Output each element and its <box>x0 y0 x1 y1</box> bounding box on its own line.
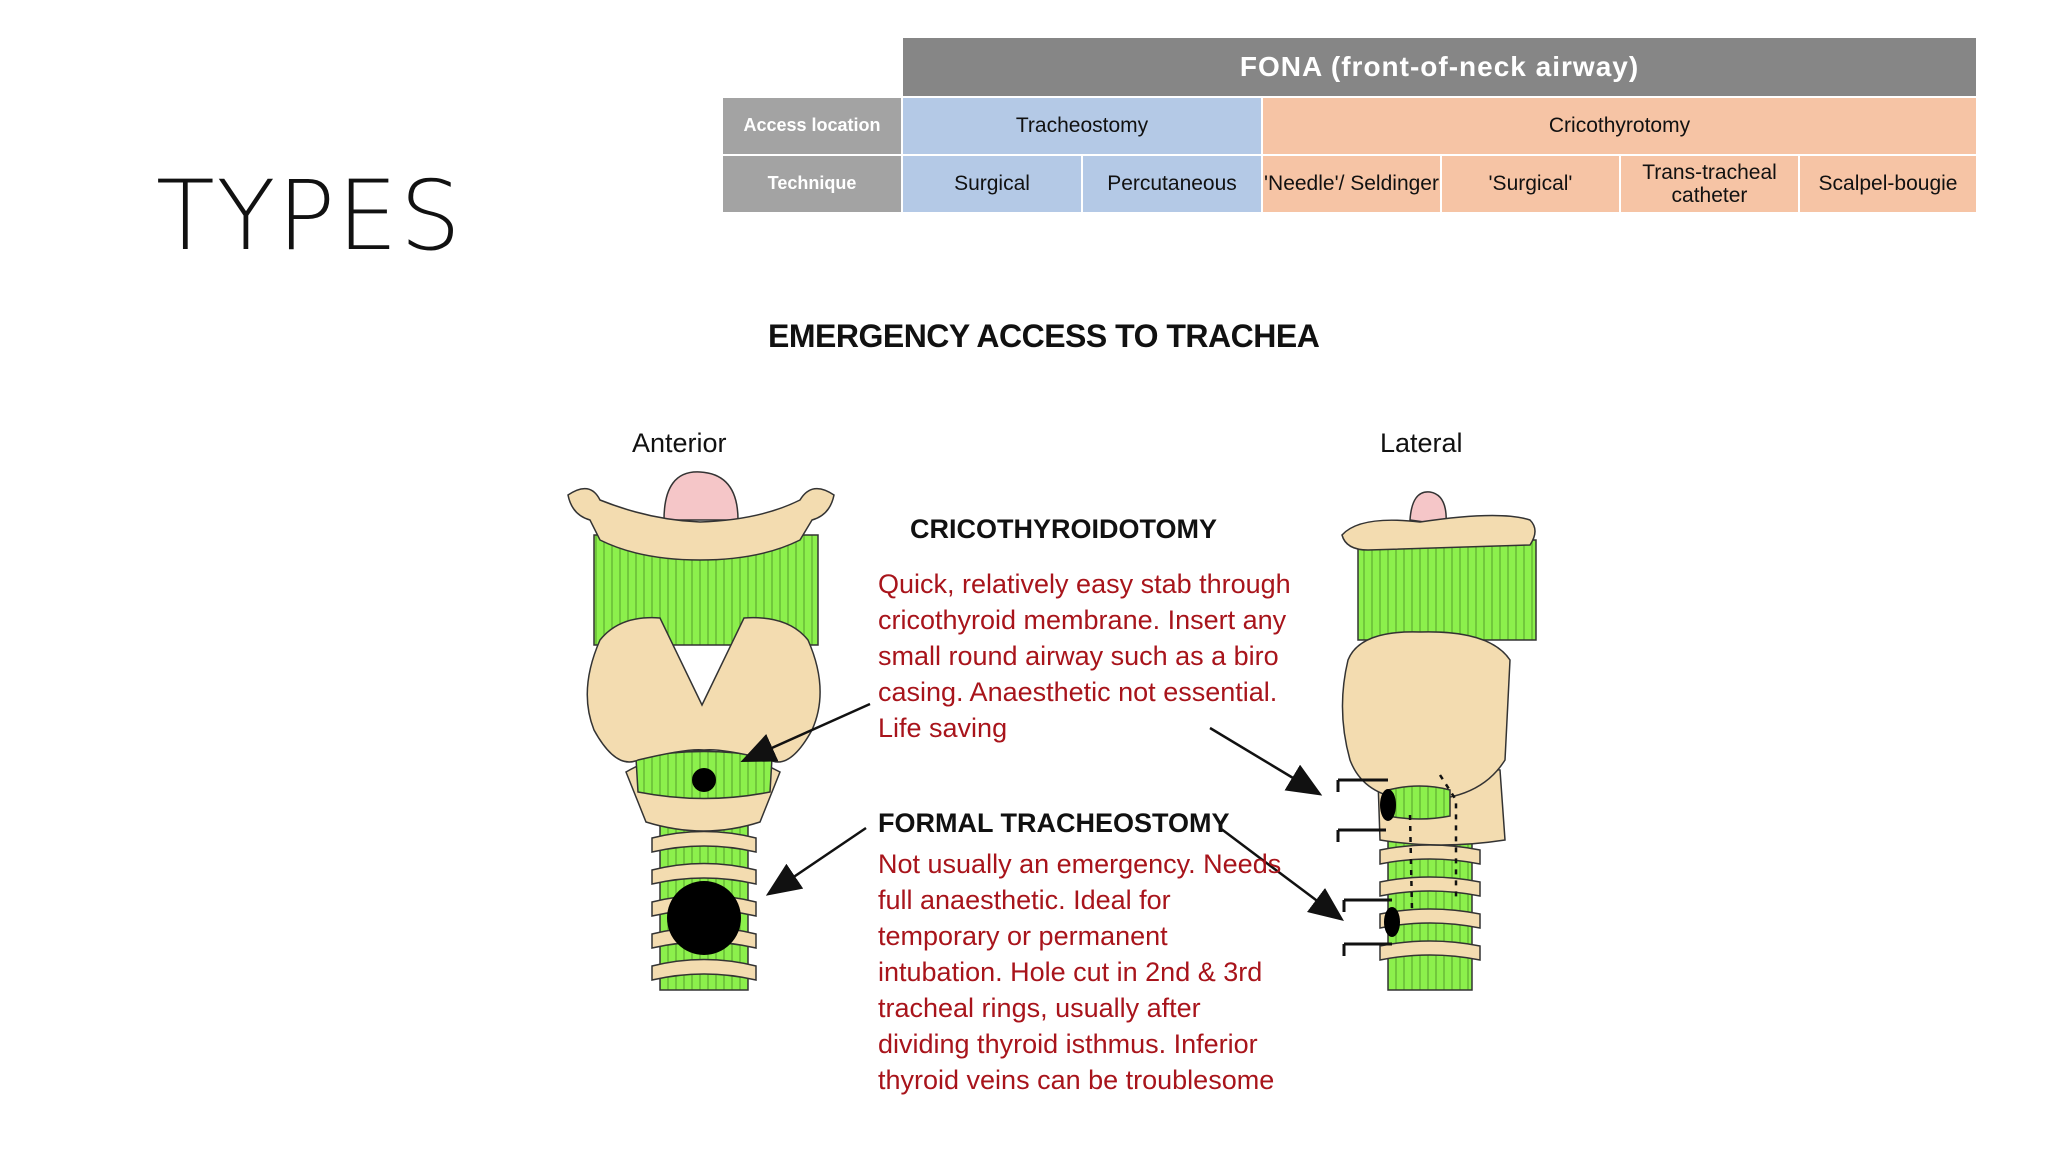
arrow-tracheostomy-anterior <box>765 826 867 896</box>
lateral-larynx <box>1336 491 1537 991</box>
technique-row: Technique Surgical Percutaneous 'Needle'… <box>723 156 1978 214</box>
diagram-title: EMERGENCY ACCESS TO TRACHEA <box>768 318 1320 354</box>
fona-header-row: FONA (front-of-neck airway) <box>723 38 1978 98</box>
arrow-tracheostomy-lateral <box>1219 827 1344 921</box>
lateral-label: Lateral <box>1380 428 1463 458</box>
fona-header: FONA (front-of-neck airway) <box>903 38 1978 98</box>
technique-cell: Trans-tracheal catheter <box>1621 156 1800 214</box>
tracheostomy-text: Not usually an emergency. Needs full ana… <box>878 849 1282 1095</box>
row-label-access: Access location <box>723 98 903 156</box>
technique-cell: 'Surgical' <box>1442 156 1621 214</box>
cricothyroidotomy-heading: CRICOTHYROIDOTOMY <box>910 514 1218 544</box>
technique-cell: Surgical <box>903 156 1083 214</box>
technique-cell: Scalpel-bougie <box>1800 156 1978 214</box>
anterior-larynx <box>567 471 835 991</box>
slide-title: TYPES <box>156 160 463 272</box>
row-label-technique: Technique <box>723 156 903 214</box>
tracheostomy-heading: FORMAL TRACHEOSTOMY <box>878 808 1230 838</box>
anterior-label: Anterior <box>632 428 727 458</box>
technique-cell: Percutaneous <box>1083 156 1263 214</box>
fona-table: FONA (front-of-neck airway) Access locat… <box>723 38 1978 214</box>
table-corner <box>723 38 903 98</box>
cricothyroidotomy-text: Quick, relatively easy stab through cric… <box>878 569 1291 743</box>
access-location-row: Access location Tracheostomy Cricothyrot… <box>723 98 1978 156</box>
access-tracheostomy: Tracheostomy <box>903 98 1263 156</box>
arrow-cricothyroidotomy-lateral <box>1209 726 1323 796</box>
access-cricothyrotomy: Cricothyrotomy <box>1263 98 1978 156</box>
arrow-cricothyroidotomy-anterior <box>740 702 871 763</box>
technique-cell: 'Needle'/ Seldinger <box>1263 156 1442 214</box>
